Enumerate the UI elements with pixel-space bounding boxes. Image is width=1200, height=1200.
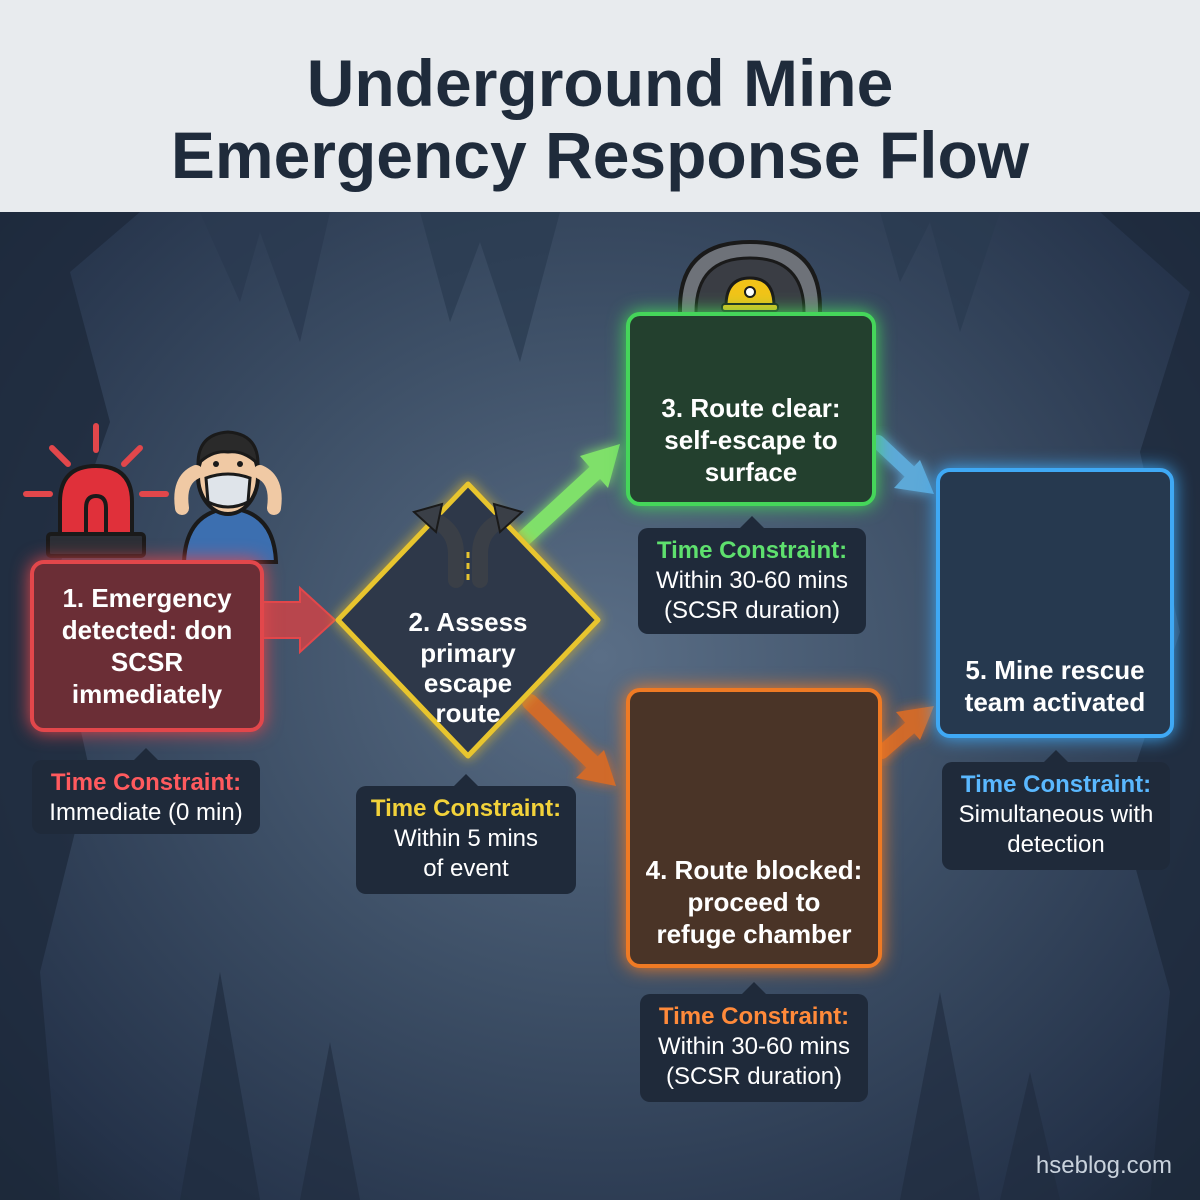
constraint-4-value: (SCSR duration) xyxy=(665,1063,843,1090)
constraint-4-box: Time Constraint: Within 30-60 mins (SCSR… xyxy=(640,994,868,1102)
constraint-1-value: Immediate (0 min) xyxy=(49,799,243,826)
step-1-box: 1. Emergency detected: don SCSR immediat… xyxy=(30,560,264,732)
constraint-3-pointer xyxy=(740,516,764,528)
constraint-2-value: Within 5 mins xyxy=(393,825,539,852)
step-1-line: immediately xyxy=(71,679,223,709)
constraint-4-heading: Time Constraint: xyxy=(658,1003,850,1030)
step-3-box: 3. Route clear: self-escape to surface xyxy=(626,312,876,506)
step-2-line: 2. Assess xyxy=(408,607,528,637)
arrow-4-to-5 xyxy=(875,706,934,759)
fork-road-icon xyxy=(411,502,525,588)
step-5-line: 5. Mine rescue xyxy=(965,655,1145,685)
constraint-3-heading: Time Constraint: xyxy=(656,537,848,564)
flow-diagram-area: O2 xyxy=(0,212,1200,1200)
constraint-2-value: of event xyxy=(423,855,509,882)
step-3-line: 3. Route clear: xyxy=(661,393,841,423)
step-2-line: route xyxy=(435,698,501,728)
arrow-3-to-5 xyxy=(871,435,934,494)
step-1-line: 1. Emergency xyxy=(62,583,232,613)
step-4-line: proceed to xyxy=(687,887,821,917)
constraint-3-value: (SCSR duration) xyxy=(663,597,841,624)
step-3-line: surface xyxy=(704,457,798,487)
constraint-2-pointer xyxy=(454,774,478,786)
constraint-2-box: Time Constraint: Within 5 mins of event xyxy=(356,786,576,894)
siren-icon xyxy=(23,423,169,558)
constraint-5-value: Simultaneous with xyxy=(958,801,1154,828)
page-title-line-1: Underground Mine xyxy=(306,46,894,120)
step-5-box: 5. Mine rescue team activated xyxy=(936,468,1174,738)
arrow-1-to-2 xyxy=(261,585,337,655)
step-4-box: 4. Route blocked: proceed to refuge cham… xyxy=(626,688,882,968)
constraint-1-heading: Time Constraint: xyxy=(50,769,242,796)
constraint-3-box: Time Constraint: Within 30-60 mins (SCSR… xyxy=(638,528,866,634)
step-1-line: detected: don xyxy=(61,615,233,645)
arrow-2-to-4 xyxy=(522,694,616,786)
constraint-5-pointer xyxy=(1044,750,1068,762)
page-title-line-2: Emergency Response Flow xyxy=(170,118,1030,192)
step-3-line: self-escape to xyxy=(664,425,838,455)
constraint-5-heading: Time Constraint: xyxy=(960,771,1152,798)
person-with-mask-icon xyxy=(174,430,282,564)
step-5-line: team activated xyxy=(964,687,1146,717)
constraint-5-value: detection xyxy=(1007,831,1105,858)
header: Underground Mine Emergency Response Flow xyxy=(0,0,1200,212)
step-1-line: SCSR xyxy=(110,647,184,677)
step-2-label: 2. Assess primary escape route xyxy=(378,602,558,732)
constraint-1-box: Time Constraint: Immediate (0 min) xyxy=(32,760,260,834)
constraint-5-box: Time Constraint: Simultaneous with detec… xyxy=(942,762,1170,870)
watermark: hseblog.com xyxy=(1035,1152,1172,1179)
constraint-1-pointer xyxy=(134,748,158,760)
step-2-line: escape xyxy=(423,668,513,698)
step-2-diamond xyxy=(335,481,601,759)
constraint-3-value: Within 30-60 mins xyxy=(655,567,849,594)
constraint-4-pointer xyxy=(742,982,766,994)
step-4-line: 4. Route blocked: xyxy=(645,855,863,885)
constraint-2-heading: Time Constraint: xyxy=(370,795,562,822)
step-2-line: primary xyxy=(420,638,516,668)
arrow-2-to-3 xyxy=(512,444,620,550)
constraint-4-value: Within 30-60 mins xyxy=(657,1033,851,1060)
step-4-line: refuge chamber xyxy=(656,919,852,949)
